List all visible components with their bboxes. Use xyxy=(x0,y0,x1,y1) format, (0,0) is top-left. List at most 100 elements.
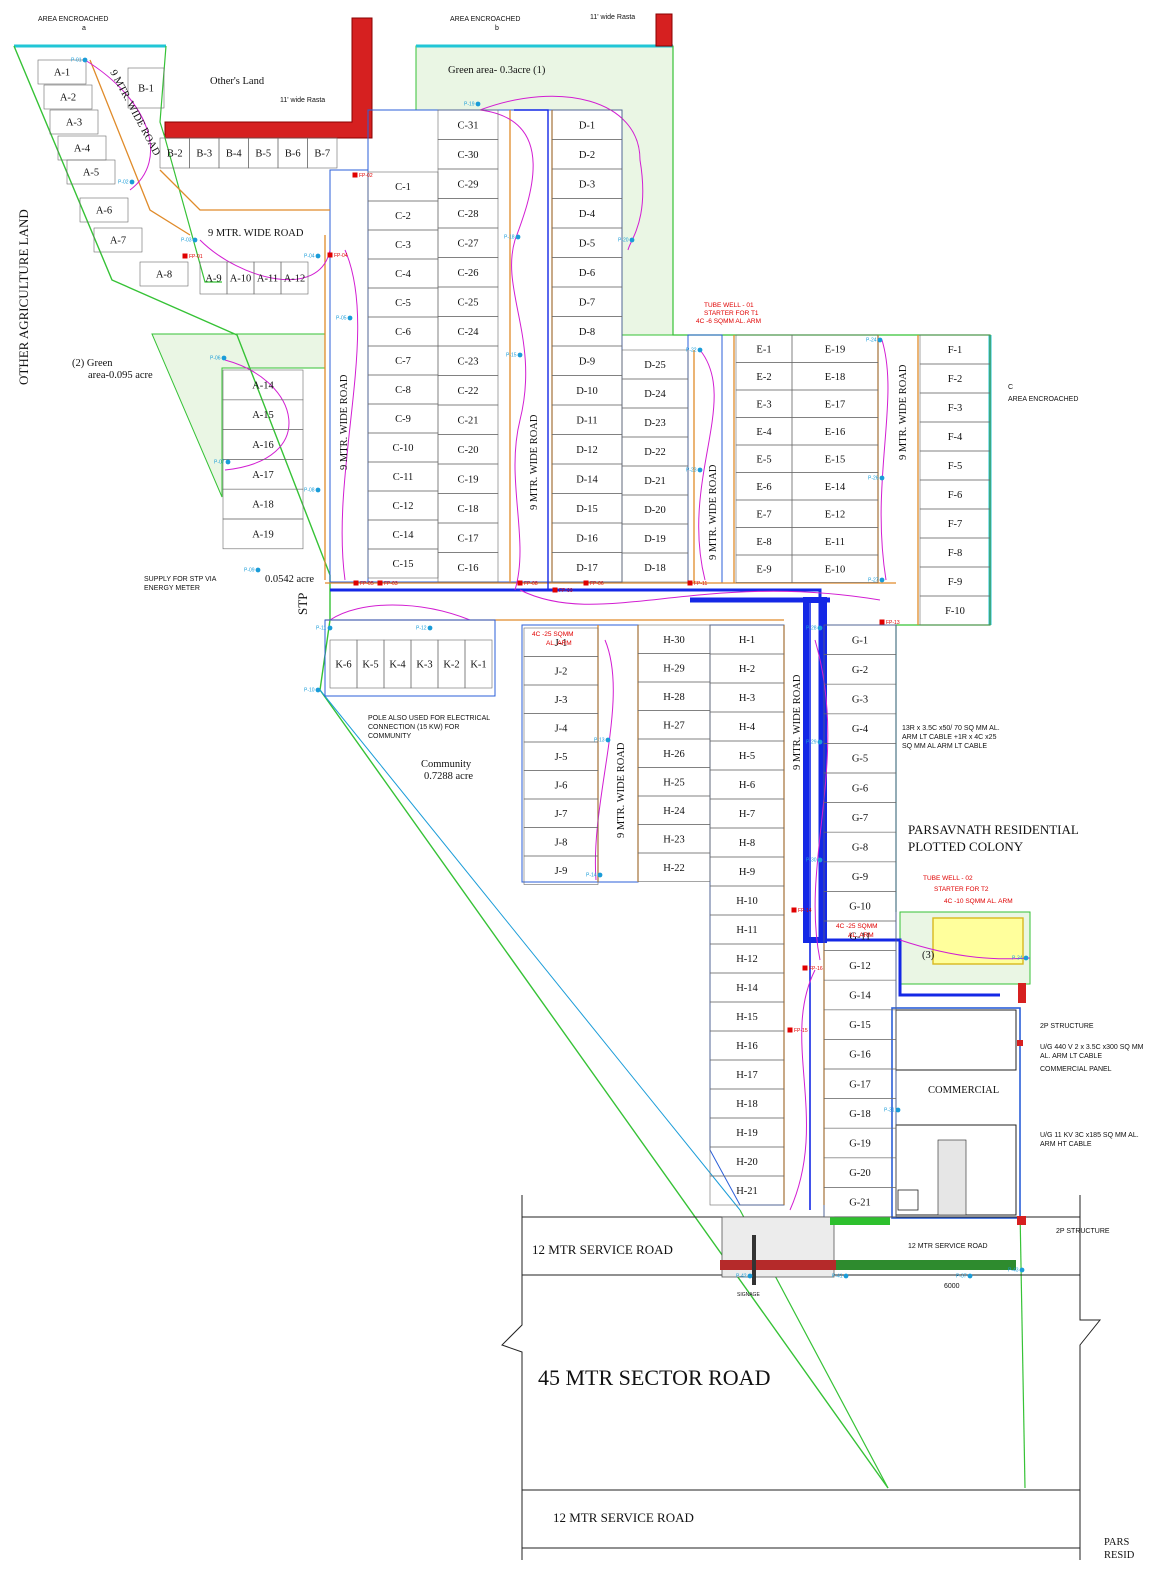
plot-label: D-12 xyxy=(576,445,598,456)
pole-p-41: P-41 xyxy=(832,1274,849,1280)
pole-label: P-41 xyxy=(832,1274,843,1280)
plot-label: H-11 xyxy=(736,925,757,936)
title-labels: AREA ENCROACHED a AREA ENCROACHED b 11' … xyxy=(16,14,1135,1561)
pole-label: P-22 xyxy=(686,348,697,354)
plot-label: A-15 xyxy=(252,410,274,421)
plot-k-1: K-1 xyxy=(464,639,493,689)
plot-a-7: A-7 xyxy=(93,227,143,253)
feeder-pillar-label: FP-11 xyxy=(694,581,707,587)
plot-c-8: C-8 xyxy=(367,374,439,405)
plot-label: A-18 xyxy=(252,500,274,511)
plot-label: K-5 xyxy=(362,660,378,671)
plot-label: J-3 xyxy=(555,695,568,706)
pole-marker xyxy=(315,487,321,493)
plot-d-25: D-25 xyxy=(621,349,689,380)
plot-g-19: G-19 xyxy=(823,1127,897,1159)
pole-marker xyxy=(747,1273,753,1279)
plot-g-21: G-21 xyxy=(823,1187,897,1218)
plot-h-4: H-4 xyxy=(709,711,785,742)
plot-c-16: C-16 xyxy=(437,552,499,583)
feeder-pillar-label: FP-06 xyxy=(590,581,604,587)
plot-label: H-16 xyxy=(736,1041,758,1052)
plot-label: F-8 xyxy=(948,548,963,559)
pole-marker xyxy=(697,347,703,353)
lt-cable-note-1: 13R x 3.5C x50/ 70 SQ MM AL. xyxy=(902,725,1000,732)
pole-label: P-29 xyxy=(806,740,817,746)
plot-outline xyxy=(127,67,165,109)
pole-label: P-24 xyxy=(866,338,877,344)
plot-h-21: H-21 xyxy=(709,1175,785,1206)
pole-marker xyxy=(221,355,227,361)
plot-j-3: J-3 xyxy=(523,684,599,714)
plot-label: G-16 xyxy=(849,1050,871,1061)
plot-j-6: J-6 xyxy=(523,770,599,800)
pole-label: P-03 xyxy=(181,238,192,244)
plot-k-6: K-6 xyxy=(329,639,358,689)
plot-label: C-21 xyxy=(458,415,479,426)
plot-label: F-6 xyxy=(948,490,963,501)
plot-label: G-11 xyxy=(849,931,870,942)
plot-d-1: D-1 xyxy=(551,109,623,140)
plot-label: C-10 xyxy=(393,443,414,454)
area-encroached-b-letter: b xyxy=(495,25,499,32)
plot-c-3: C-3 xyxy=(367,229,439,260)
plot-label: E-4 xyxy=(756,427,772,438)
plot-label: D-15 xyxy=(576,504,598,515)
plot-a-1: A-1 xyxy=(37,59,87,85)
pole-marker xyxy=(129,179,135,185)
plot-label: D-22 xyxy=(644,447,666,458)
plot-label: C-11 xyxy=(393,472,414,483)
plot-d-16: D-16 xyxy=(551,522,623,553)
plot-label: F-10 xyxy=(945,606,965,617)
plot-a-15: A-15 xyxy=(222,399,304,430)
plot-label: E-11 xyxy=(825,537,845,548)
plot-g-17: G-17 xyxy=(823,1068,897,1099)
plot-label: G-8 xyxy=(852,843,868,854)
plot-c-26: C-26 xyxy=(437,257,499,288)
feeder-pillar-fp-15: FP-15 xyxy=(787,1027,808,1034)
feeder-pillar-marker xyxy=(791,907,797,913)
plot-h-24: H-24 xyxy=(637,795,711,825)
plot-j-4: J-4 xyxy=(523,713,599,743)
signage-label: SIGNAGE xyxy=(737,1292,760,1298)
plot-label: E-8 xyxy=(756,537,771,548)
plot-label: D-9 xyxy=(579,356,595,367)
feeder-pillar-fp-09: FP-09 xyxy=(552,587,573,594)
plot-k-4: K-4 xyxy=(383,639,412,689)
plot-label: A-2 xyxy=(60,93,76,104)
plot-c-9: C-9 xyxy=(367,403,439,434)
plot-g-10: G-10 xyxy=(823,891,897,922)
plot-h-17: H-17 xyxy=(709,1059,785,1090)
plot-outline xyxy=(464,639,493,689)
plot-label: E-12 xyxy=(825,509,845,520)
plot-j-2: J-2 xyxy=(523,656,599,686)
plot-label: H-21 xyxy=(736,1186,758,1197)
plot-c-11: C-11 xyxy=(367,461,439,492)
plot-label: H-23 xyxy=(663,834,685,845)
parsavnath-bottom-line2: RESID xyxy=(1104,1550,1135,1561)
plot-d-5: D-5 xyxy=(551,227,623,258)
plot-label: A-4 xyxy=(74,144,91,155)
starter-t2-note: STARTER FOR T2 xyxy=(934,886,989,893)
plot-label: H-25 xyxy=(663,777,685,788)
feeder-pillar-fp-13: FP-13 xyxy=(879,619,900,626)
plot-outline xyxy=(37,59,87,85)
plot-c-24: C-24 xyxy=(437,316,499,347)
pole-label: P-11 xyxy=(316,626,326,632)
plot-outline xyxy=(139,261,189,287)
plot-label: E-7 xyxy=(756,509,771,520)
plot-h-16: H-16 xyxy=(709,1030,785,1061)
pole-p-23: P-23 xyxy=(686,468,703,474)
plot-label: H-12 xyxy=(736,954,758,965)
plot-label: D-14 xyxy=(576,474,598,485)
plot-h-15: H-15 xyxy=(709,1001,785,1032)
sector-road-label: 45 MTR SECTOR ROAD xyxy=(538,1365,770,1390)
plot-d-9: D-9 xyxy=(551,345,623,376)
plot-label: G-5 xyxy=(852,754,868,765)
starter-t1-note: STARTER FOR T1 xyxy=(704,310,759,317)
pole-p-24: P-24 xyxy=(866,338,883,344)
feeder-pillar-fp-11: FP-11 xyxy=(687,580,707,587)
plot-label: K-4 xyxy=(389,660,406,671)
area-encroached-a-label: AREA ENCROACHED xyxy=(38,16,108,23)
